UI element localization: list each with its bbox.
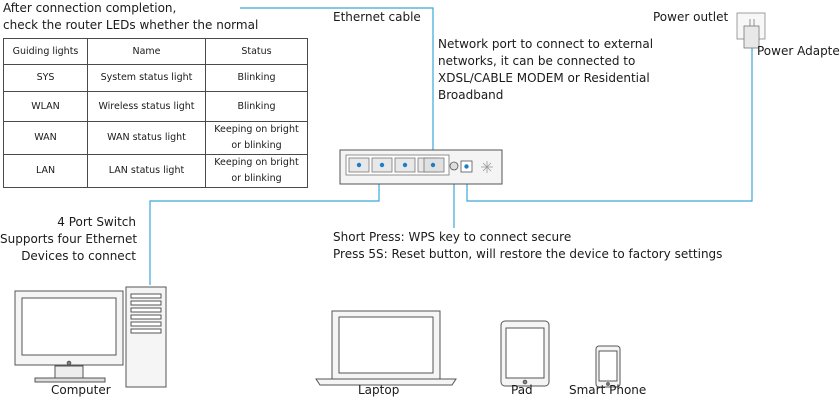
switch-line: 4 Port Switch	[57, 215, 136, 229]
power-jack-dot	[464, 164, 469, 169]
table-header: Status	[205, 38, 308, 65]
table-cell: Keeping on bright or blinking	[205, 121, 308, 155]
table-cell: Wireless status light	[87, 91, 206, 122]
table-cell: Keeping on bright or blinking	[205, 154, 308, 188]
status-line: or blinking	[231, 173, 282, 184]
network-port-line: XDSL/CABLE MODEM or Residential	[438, 71, 650, 85]
switch-line: Devices to connect	[21, 249, 136, 263]
table-cell: WAN	[3, 121, 88, 155]
table-row: LAN LAN status light Keeping on bright o…	[3, 154, 308, 188]
port-indicator-dot	[430, 162, 436, 168]
table-cell: LAN status light	[87, 154, 206, 188]
ethernet-cable-label: Ethernet cable	[333, 10, 421, 24]
computer-icon	[14, 286, 167, 388]
guiding-lights-table: Guiding lights Name Status SYS System st…	[3, 38, 308, 188]
status-line: Keeping on bright	[214, 157, 299, 168]
status-line: or blinking	[231, 140, 282, 151]
switch-description: 4 Port Switch Supports four Ethernet Dev…	[0, 214, 138, 265]
computer-label: Computer	[51, 383, 111, 397]
table-row: WLAN Wireless status light Blinking	[3, 91, 308, 122]
network-port-description: Network port to connect to external netw…	[438, 36, 668, 104]
port-indicator-dot	[356, 162, 362, 168]
power-adapter-label: Power Adapter	[757, 44, 840, 58]
intro-line-2: check the router LEDs whether the normal	[3, 18, 259, 32]
router-rear-panel	[339, 149, 503, 185]
wps-reset-button	[449, 161, 459, 171]
table-cell: WLAN	[3, 91, 88, 122]
switch-line: Supports four Ethernet	[0, 232, 138, 246]
laptop-label: Laptop	[358, 383, 400, 397]
status-line: Keeping on bright	[214, 124, 299, 135]
ethernet-cable-line	[240, 7, 434, 157]
table-row: WAN WAN status light Keeping on bright o…	[3, 121, 308, 155]
table-header-row: Guiding lights Name Status	[3, 38, 308, 65]
table-row: SYS System status light Blinking	[3, 64, 308, 92]
pad-label: Pad	[511, 383, 533, 397]
antenna-icon	[481, 161, 493, 173]
table-cell: Blinking	[205, 91, 308, 122]
table-cell: LAN	[3, 154, 88, 188]
network-port-line: Network port to connect to external	[438, 37, 654, 51]
table-cell: SYS	[3, 64, 88, 92]
laptop-icon	[315, 310, 457, 386]
long-press-line: Press 5S: Reset button, will restore the…	[333, 247, 723, 261]
intro-text: After connection completion, check the r…	[3, 0, 323, 34]
lan-cable-line	[149, 178, 380, 285]
smartphone-label: Smart Phone	[569, 383, 647, 397]
network-port-line: Broadband	[438, 88, 504, 102]
power-cable-line	[466, 48, 753, 202]
table-cell: Blinking	[205, 64, 308, 92]
table-header: Guiding lights	[3, 38, 88, 65]
short-press-line: Short Press: WPS key to connect secure	[333, 230, 572, 244]
port-indicator-dot	[402, 162, 408, 168]
port-indicator-dot	[379, 162, 385, 168]
network-port-line: networks, it can be connected to	[438, 54, 636, 68]
button-press-description: Short Press: WPS key to connect secure P…	[333, 229, 722, 263]
power-adapter-icon	[736, 12, 766, 49]
table-cell: System status light	[87, 64, 206, 92]
smartphone-icon	[595, 345, 621, 388]
table-cell: WAN status light	[87, 121, 206, 155]
intro-line-1: After connection completion,	[3, 1, 177, 15]
pad-icon	[500, 320, 550, 387]
power-outlet-label: Power outlet	[653, 10, 729, 24]
table-header: Name	[87, 38, 206, 65]
